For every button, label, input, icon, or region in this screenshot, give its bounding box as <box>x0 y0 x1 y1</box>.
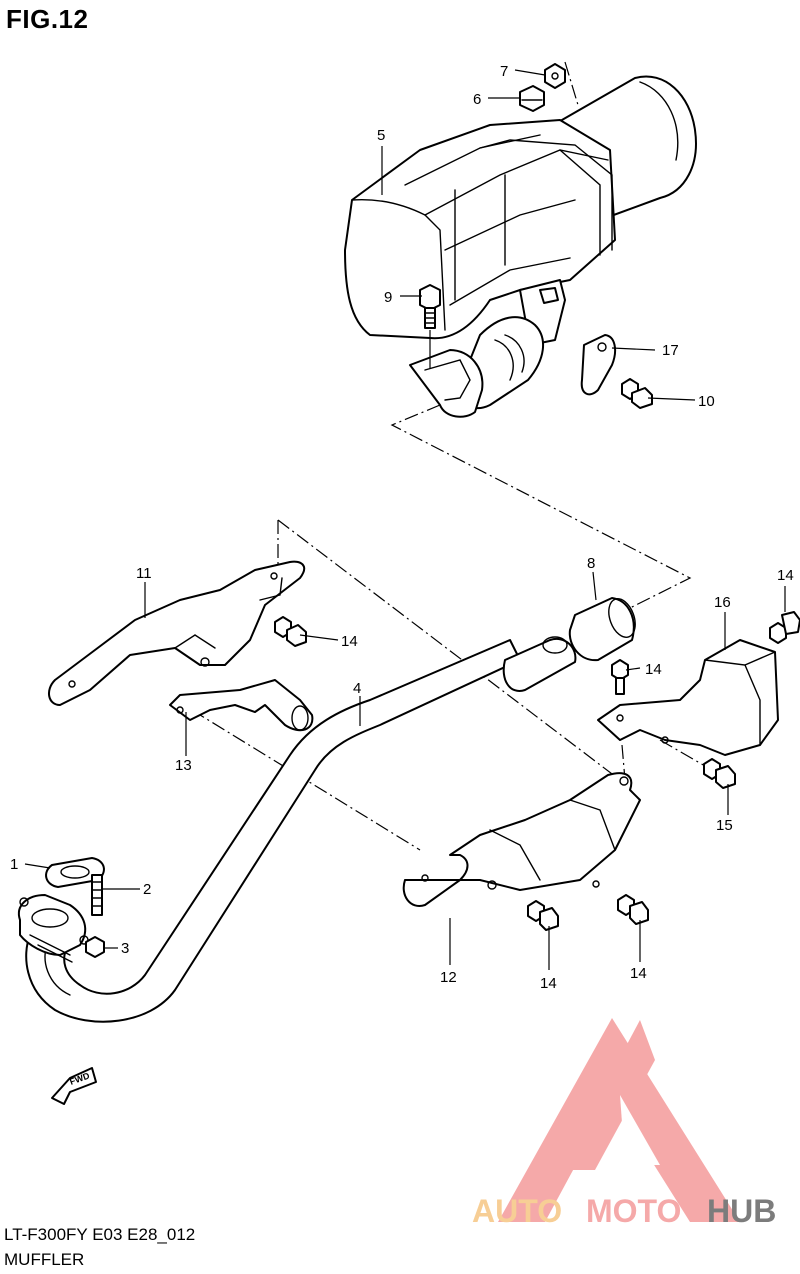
watermark-text-moto: MOTO <box>586 1193 681 1229</box>
flange-nut <box>85 936 105 958</box>
label-part-17: 17 <box>662 342 679 359</box>
label-part-14-d: 14 <box>540 975 557 992</box>
label-part-14-b: 14 <box>645 661 662 678</box>
bolt-14-b <box>611 659 629 695</box>
label-part-2: 2 <box>143 881 151 898</box>
label-part-6: 6 <box>473 91 481 108</box>
watermark-inner-stroke <box>560 1020 655 1170</box>
figure-code: LT-F300FY E03 E28_012 <box>4 1225 196 1244</box>
label-part-1: 1 <box>10 856 18 873</box>
grommet <box>519 85 545 112</box>
bolt-14-c <box>769 611 800 644</box>
bolt-10 <box>621 378 653 409</box>
label-part-12: 12 <box>440 969 457 986</box>
label-part-5: 5 <box>377 127 385 144</box>
label-part-14-e: 14 <box>630 965 647 982</box>
bolt-14-e <box>617 894 649 925</box>
leader-lines <box>24 69 786 970</box>
muffler-body <box>344 75 697 418</box>
exhaust-pipe <box>17 636 577 1023</box>
muffler-bracket <box>580 334 617 396</box>
figure-name: MUFFLER <box>4 1250 85 1269</box>
label-part-14-c: 14 <box>777 567 794 584</box>
watermark-logo: AUTO MOTO HUB <box>472 1018 776 1229</box>
watermark-inner-stroke-2 <box>620 1095 660 1165</box>
label-part-15: 15 <box>716 817 733 834</box>
label-part-4: 4 <box>353 680 361 697</box>
stud-bolt <box>91 874 103 916</box>
exhaust-sleeve <box>568 597 636 662</box>
pipe-bracket <box>169 679 314 732</box>
label-part-14-a: 14 <box>341 633 358 650</box>
bolt-9 <box>419 284 441 329</box>
fwd-arrow-icon: FWD <box>51 1067 97 1105</box>
label-part-11: 11 <box>136 565 152 582</box>
watermark-text-auto: AUTO <box>472 1193 562 1229</box>
watermark-triangle <box>498 1018 740 1222</box>
bolt-15 <box>703 758 736 789</box>
collar <box>544 63 566 89</box>
label-part-8: 8 <box>587 555 595 572</box>
bolt-14-a <box>274 616 307 647</box>
label-part-13: 13 <box>175 757 192 774</box>
watermark-text-hub: HUB <box>707 1193 776 1229</box>
part-labels: 7 6 5 9 17 10 8 14 11 16 14 14 4 13 15 1… <box>10 63 794 992</box>
label-part-7: 7 <box>500 63 508 80</box>
bolt-14-d <box>527 900 559 931</box>
figure-title: FIG.12 <box>6 4 89 34</box>
label-part-16: 16 <box>714 594 731 611</box>
heat-shield-side <box>597 639 779 756</box>
label-part-9: 9 <box>384 289 392 306</box>
label-part-10: 10 <box>698 393 715 410</box>
heat-shield-front <box>48 560 306 706</box>
heat-shield-rear <box>402 772 641 907</box>
label-part-3: 3 <box>121 940 129 957</box>
